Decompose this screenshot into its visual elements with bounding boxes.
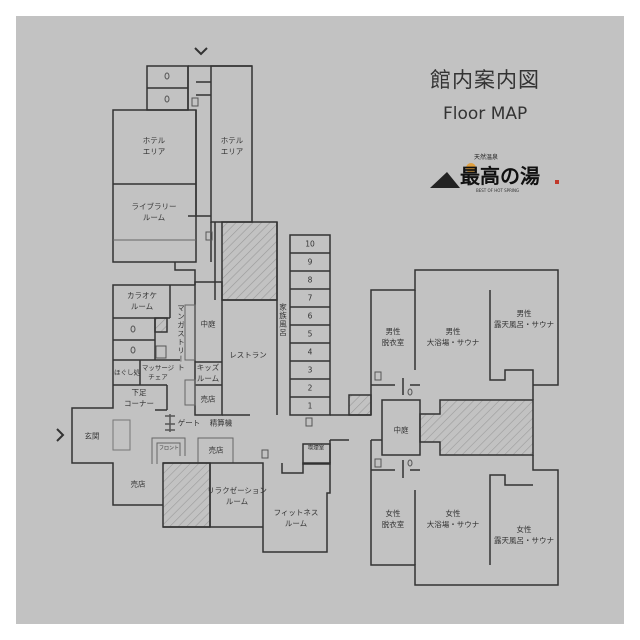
restroom-icons bbox=[130, 72, 413, 467]
gate-icon bbox=[165, 414, 175, 432]
logo-top-text: 天然温泉 bbox=[474, 154, 499, 161]
room-men-changing[interactable]: 男性脱衣室 bbox=[381, 327, 405, 347]
family-bath-room-8[interactable]: 8 bbox=[307, 275, 313, 285]
room-relaxation[interactable]: リラクゼーションルーム bbox=[207, 486, 267, 506]
room-women-bath[interactable]: 女性大浴場・サウナ bbox=[426, 509, 480, 529]
family-bath-room-4[interactable]: 4 bbox=[307, 347, 313, 357]
room-karaoke[interactable]: カラオケルーム bbox=[127, 291, 157, 311]
entrance-arrow-left-icon bbox=[56, 428, 65, 442]
room-courtyard-right[interactable]: 中庭 bbox=[393, 425, 409, 435]
family-bath-room-9[interactable]: 9 bbox=[307, 257, 313, 267]
page-title: 館内案内図 bbox=[430, 68, 540, 92]
room-courtyard-left[interactable]: 中庭 bbox=[200, 319, 216, 329]
family-bath-room-5[interactable]: 5 bbox=[307, 329, 313, 339]
room-women-outdoor[interactable]: 女性露天風呂・サウナ bbox=[494, 525, 554, 545]
room-men-bath[interactable]: 男性大浴場・サウナ bbox=[426, 327, 480, 347]
logo-dot-icon bbox=[555, 180, 559, 184]
family-bath-room-1[interactable]: 1 bbox=[307, 401, 313, 411]
logo-sub-text: BEST OF HOT SPRING bbox=[476, 188, 520, 193]
gate-label: ゲート bbox=[177, 418, 201, 428]
room-men-outdoor[interactable]: 男性露天風呂・サウナ bbox=[494, 309, 554, 329]
foot-bath-corner[interactable]: 下足コーナー bbox=[124, 388, 154, 408]
family-bath-room-6[interactable]: 6 bbox=[307, 311, 313, 321]
room-hogushi[interactable]: ほぐし処 bbox=[114, 368, 140, 377]
family-bath-room-3[interactable]: 3 bbox=[307, 365, 313, 375]
family-bath-room-2[interactable]: 2 bbox=[307, 383, 313, 393]
room-shop-2[interactable]: 売店 bbox=[208, 445, 224, 455]
room-hotel-area-left[interactable]: ホテルエリア bbox=[142, 136, 166, 156]
room-smoking[interactable]: 喫煙室 bbox=[307, 445, 325, 452]
room-library[interactable]: ライブラリールーム bbox=[131, 202, 177, 222]
room-manga-street[interactable]: マンガストリート bbox=[176, 304, 186, 372]
room-fitness[interactable]: フィットネスルーム bbox=[273, 508, 319, 528]
page-subtitle: Floor MAP bbox=[443, 104, 528, 124]
massage-chair[interactable]: マッサージチェア bbox=[141, 364, 175, 381]
walls bbox=[71, 65, 559, 586]
family-bath-room-7[interactable]: 7 bbox=[307, 293, 313, 303]
room-kids[interactable]: キッズルーム bbox=[196, 363, 220, 383]
payment-machine[interactable]: 精算機 bbox=[209, 418, 233, 428]
logo-main-text: 最高の湯 bbox=[460, 164, 540, 188]
entrance-arrow-top-icon bbox=[194, 47, 208, 56]
room-entrance[interactable]: 玄関 bbox=[84, 431, 100, 441]
room-restaurant[interactable]: レストラン bbox=[229, 350, 267, 360]
room-shop-1[interactable]: 売店 bbox=[200, 394, 216, 404]
room-hotel-area-right[interactable]: ホテルエリア bbox=[220, 136, 244, 156]
room-family-bath[interactable]: 家族風呂 bbox=[278, 303, 288, 337]
family-bath-room-10[interactable]: 10 bbox=[305, 239, 315, 249]
room-shop-3[interactable]: 売店 bbox=[130, 479, 146, 489]
front-desk[interactable]: フロント bbox=[158, 445, 180, 452]
elevator-icons bbox=[191, 97, 382, 468]
logo-mountain-icon bbox=[430, 172, 460, 188]
logo: 天然温泉 最高の湯 BEST OF HOT SPRING bbox=[430, 150, 570, 200]
logo-sun-icon bbox=[466, 163, 476, 173]
room-women-changing[interactable]: 女性脱衣室 bbox=[381, 509, 405, 529]
map-panel bbox=[16, 16, 624, 624]
